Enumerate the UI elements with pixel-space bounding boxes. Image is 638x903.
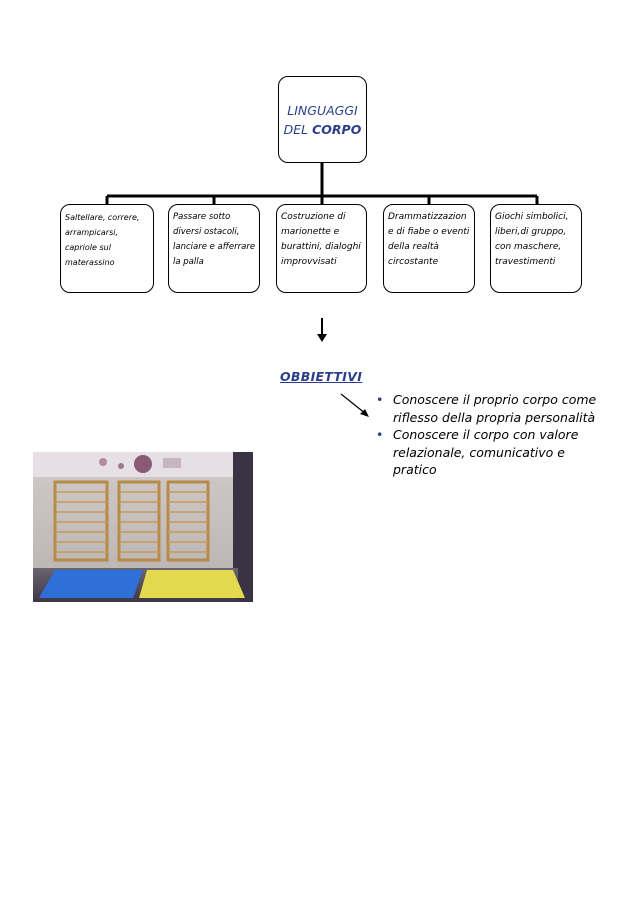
objective-text-1: Conoscere il proprio corpo come riflesso… — [393, 392, 597, 425]
activity-box-4: Drammatizzazion e di fiabe o eventi dell… — [383, 204, 475, 293]
activity-box-3: Costruzione di marionette e burattini, d… — [276, 204, 367, 293]
activity-box-2: Passare sotto diversi ostacoli, lanciare… — [168, 204, 260, 293]
objective-item: • Conoscere il proprio corpo come rifles… — [372, 391, 602, 426]
objective-text-2: Conoscere il corpo con valore relazional… — [393, 427, 579, 477]
root-title-line2b: CORPO — [312, 122, 362, 137]
diagonal-arrow-icon — [340, 393, 369, 417]
gym-wall-bars-photo — [33, 452, 253, 602]
objectives-list: • Conoscere il proprio corpo come rifles… — [372, 391, 602, 479]
bullet-icon: • — [376, 427, 384, 442]
activity-box-5: Giochi simbolici, liberi,di gruppo, con … — [490, 204, 582, 293]
activity-box-1: Saltellare, correre, arrampicarsi, capri… — [60, 204, 154, 293]
objective-item: • Conoscere il corpo con valore relazion… — [372, 426, 602, 479]
bullet-icon: • — [376, 392, 384, 407]
root-concept-box: LINGUAGGI DEL CORPO — [278, 76, 367, 163]
root-title-line2a: DEL — [283, 122, 313, 137]
down-arrow-icon — [317, 318, 327, 342]
root-title-line1: LINGUAGGI — [287, 103, 358, 118]
objectives-title: OBBIETTIVI — [280, 369, 363, 384]
